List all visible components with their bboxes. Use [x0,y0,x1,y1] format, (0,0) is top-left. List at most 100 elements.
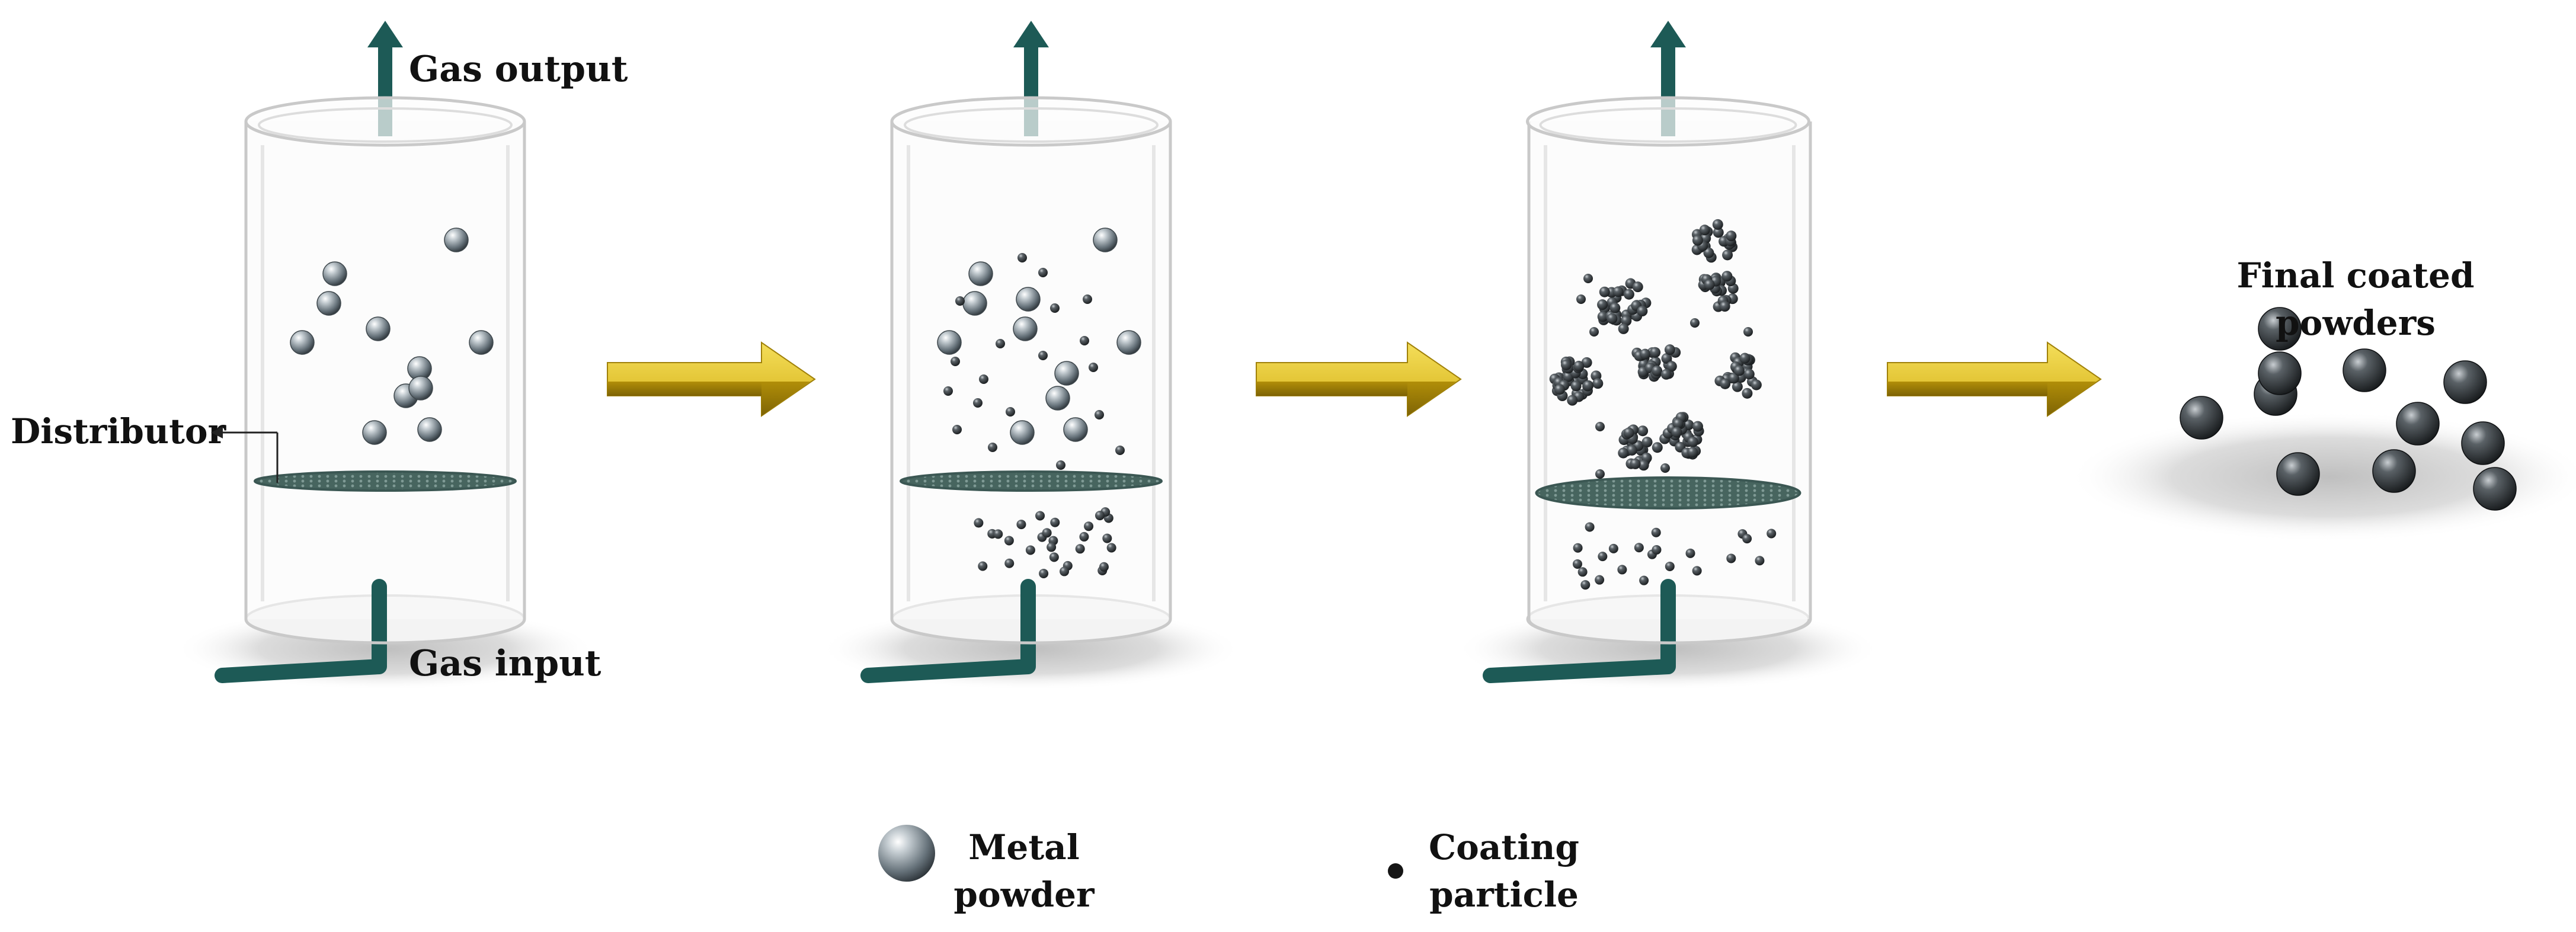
coating-particle [1767,529,1777,539]
metal-powder-particle [1013,316,1038,341]
gas-input-pipe [860,579,1036,683]
coating-particle [1554,384,1565,395]
coating-particle [1728,373,1739,384]
metal-powder-particle [444,228,469,252]
arrow-body [1256,341,1462,417]
coating-particle [1595,422,1605,431]
coating-particle [1692,235,1703,246]
coating-particle [1755,556,1765,566]
coated-agglomerate [1549,356,1604,406]
coating-particle [1585,522,1595,532]
coating-particle [1664,344,1675,355]
coating-particle [979,374,988,384]
coating-particle [1672,418,1684,430]
coated-powder-particle [2372,449,2416,493]
coating-particle [1050,517,1060,527]
coated-agglomerate [1631,344,1681,382]
coating-particle [1650,347,1661,358]
coating-particle [1084,521,1094,531]
arrow-body [1887,341,2102,417]
coating-particle [1102,533,1112,543]
coating-particle [1056,460,1065,470]
coating-particle [1038,268,1048,277]
coated-agglomerate [1714,352,1762,399]
legend-coating-particle-icon [1388,863,1403,879]
coating-particle [1634,543,1644,553]
coating-particle [1639,575,1649,585]
final-shadow [2068,412,2576,542]
coating-particle [1609,302,1621,313]
coating-particle [1661,353,1672,364]
gas-input-label: Gas input [409,643,601,684]
metal-powder-particle [362,420,387,445]
reactor-top-rim [890,96,1172,147]
process-arrow-2 [1256,341,1462,417]
metal-powder-particle [1045,386,1070,411]
legend-metal-line1: Metal [968,827,1080,867]
coating-particle [1583,274,1593,283]
arrow-head-shade [761,382,810,416]
stage-2-particles [937,228,1141,578]
coating-particle [1038,351,1048,360]
coating-particle [1617,565,1627,575]
arrow-shade [1887,382,2047,396]
reactor-bottom-front [890,619,1172,645]
stage-1-particles [290,228,494,445]
reactor-top-rim [244,96,526,147]
coating-particle [1589,327,1599,337]
coating-particle [1641,437,1653,448]
coating-particle [1630,458,1641,469]
coating-particle [1623,289,1634,300]
coating-particle [1079,531,1089,542]
coating-particle [1721,271,1733,282]
coating-particle [1666,361,1677,372]
metal-powder-particle [1054,361,1079,386]
coated-agglomerate [1659,412,1704,460]
coated-powder-particle [2461,421,2505,465]
coating-particle [1016,520,1026,530]
coating-particle [1652,365,1663,376]
coating-particle [1047,542,1057,552]
coated-agglomerate [1691,219,1738,263]
reactor-top-inner-rim [258,107,513,143]
coating-particle [1075,544,1085,554]
reactor-body [892,121,1170,619]
gas-input-pipe [215,579,387,683]
coating-particle [1720,378,1731,389]
metal-powder-particle [417,417,442,442]
coating-particle [1637,425,1649,437]
coating-particle [1099,562,1109,572]
metal-powder-particle [1063,417,1088,442]
metal-powder-particle [968,261,993,286]
coating-particle [1004,558,1015,568]
coated-powder-particle [2443,360,2487,404]
metal-powder-particle [290,330,315,355]
coated-powder-particle [2258,307,2302,351]
metal-powder-particle [469,330,494,355]
legend-metal-line2: powder [953,875,1095,915]
coating-particle [1732,381,1743,392]
coating-particle [1004,536,1014,546]
final-coated-powders [2068,307,2576,542]
gas-output-label: Gas output [409,49,628,90]
coating-particle [1621,315,1632,326]
reactors [175,21,1880,690]
coating-particle [1050,303,1060,313]
legend-coating-line1: Coating [1429,827,1579,867]
coating-particle [1704,279,1715,290]
coating-particle [1583,380,1594,391]
coating-particle [974,518,984,528]
coating-particle [1660,369,1672,380]
coating-particle [1597,311,1608,322]
distributor-pointer [211,427,279,483]
metal-powder-particle [366,316,391,341]
coating-particle [1733,365,1745,376]
coated-powder-particle [2473,467,2517,511]
coating-particle [951,357,960,366]
arrow-head-shade [1407,382,1456,416]
coating-particle [1573,360,1585,371]
coating-particle [1692,566,1702,576]
coating-particle [1703,247,1714,258]
coating-particle [1751,379,1762,390]
coating-particle [1687,447,1698,458]
